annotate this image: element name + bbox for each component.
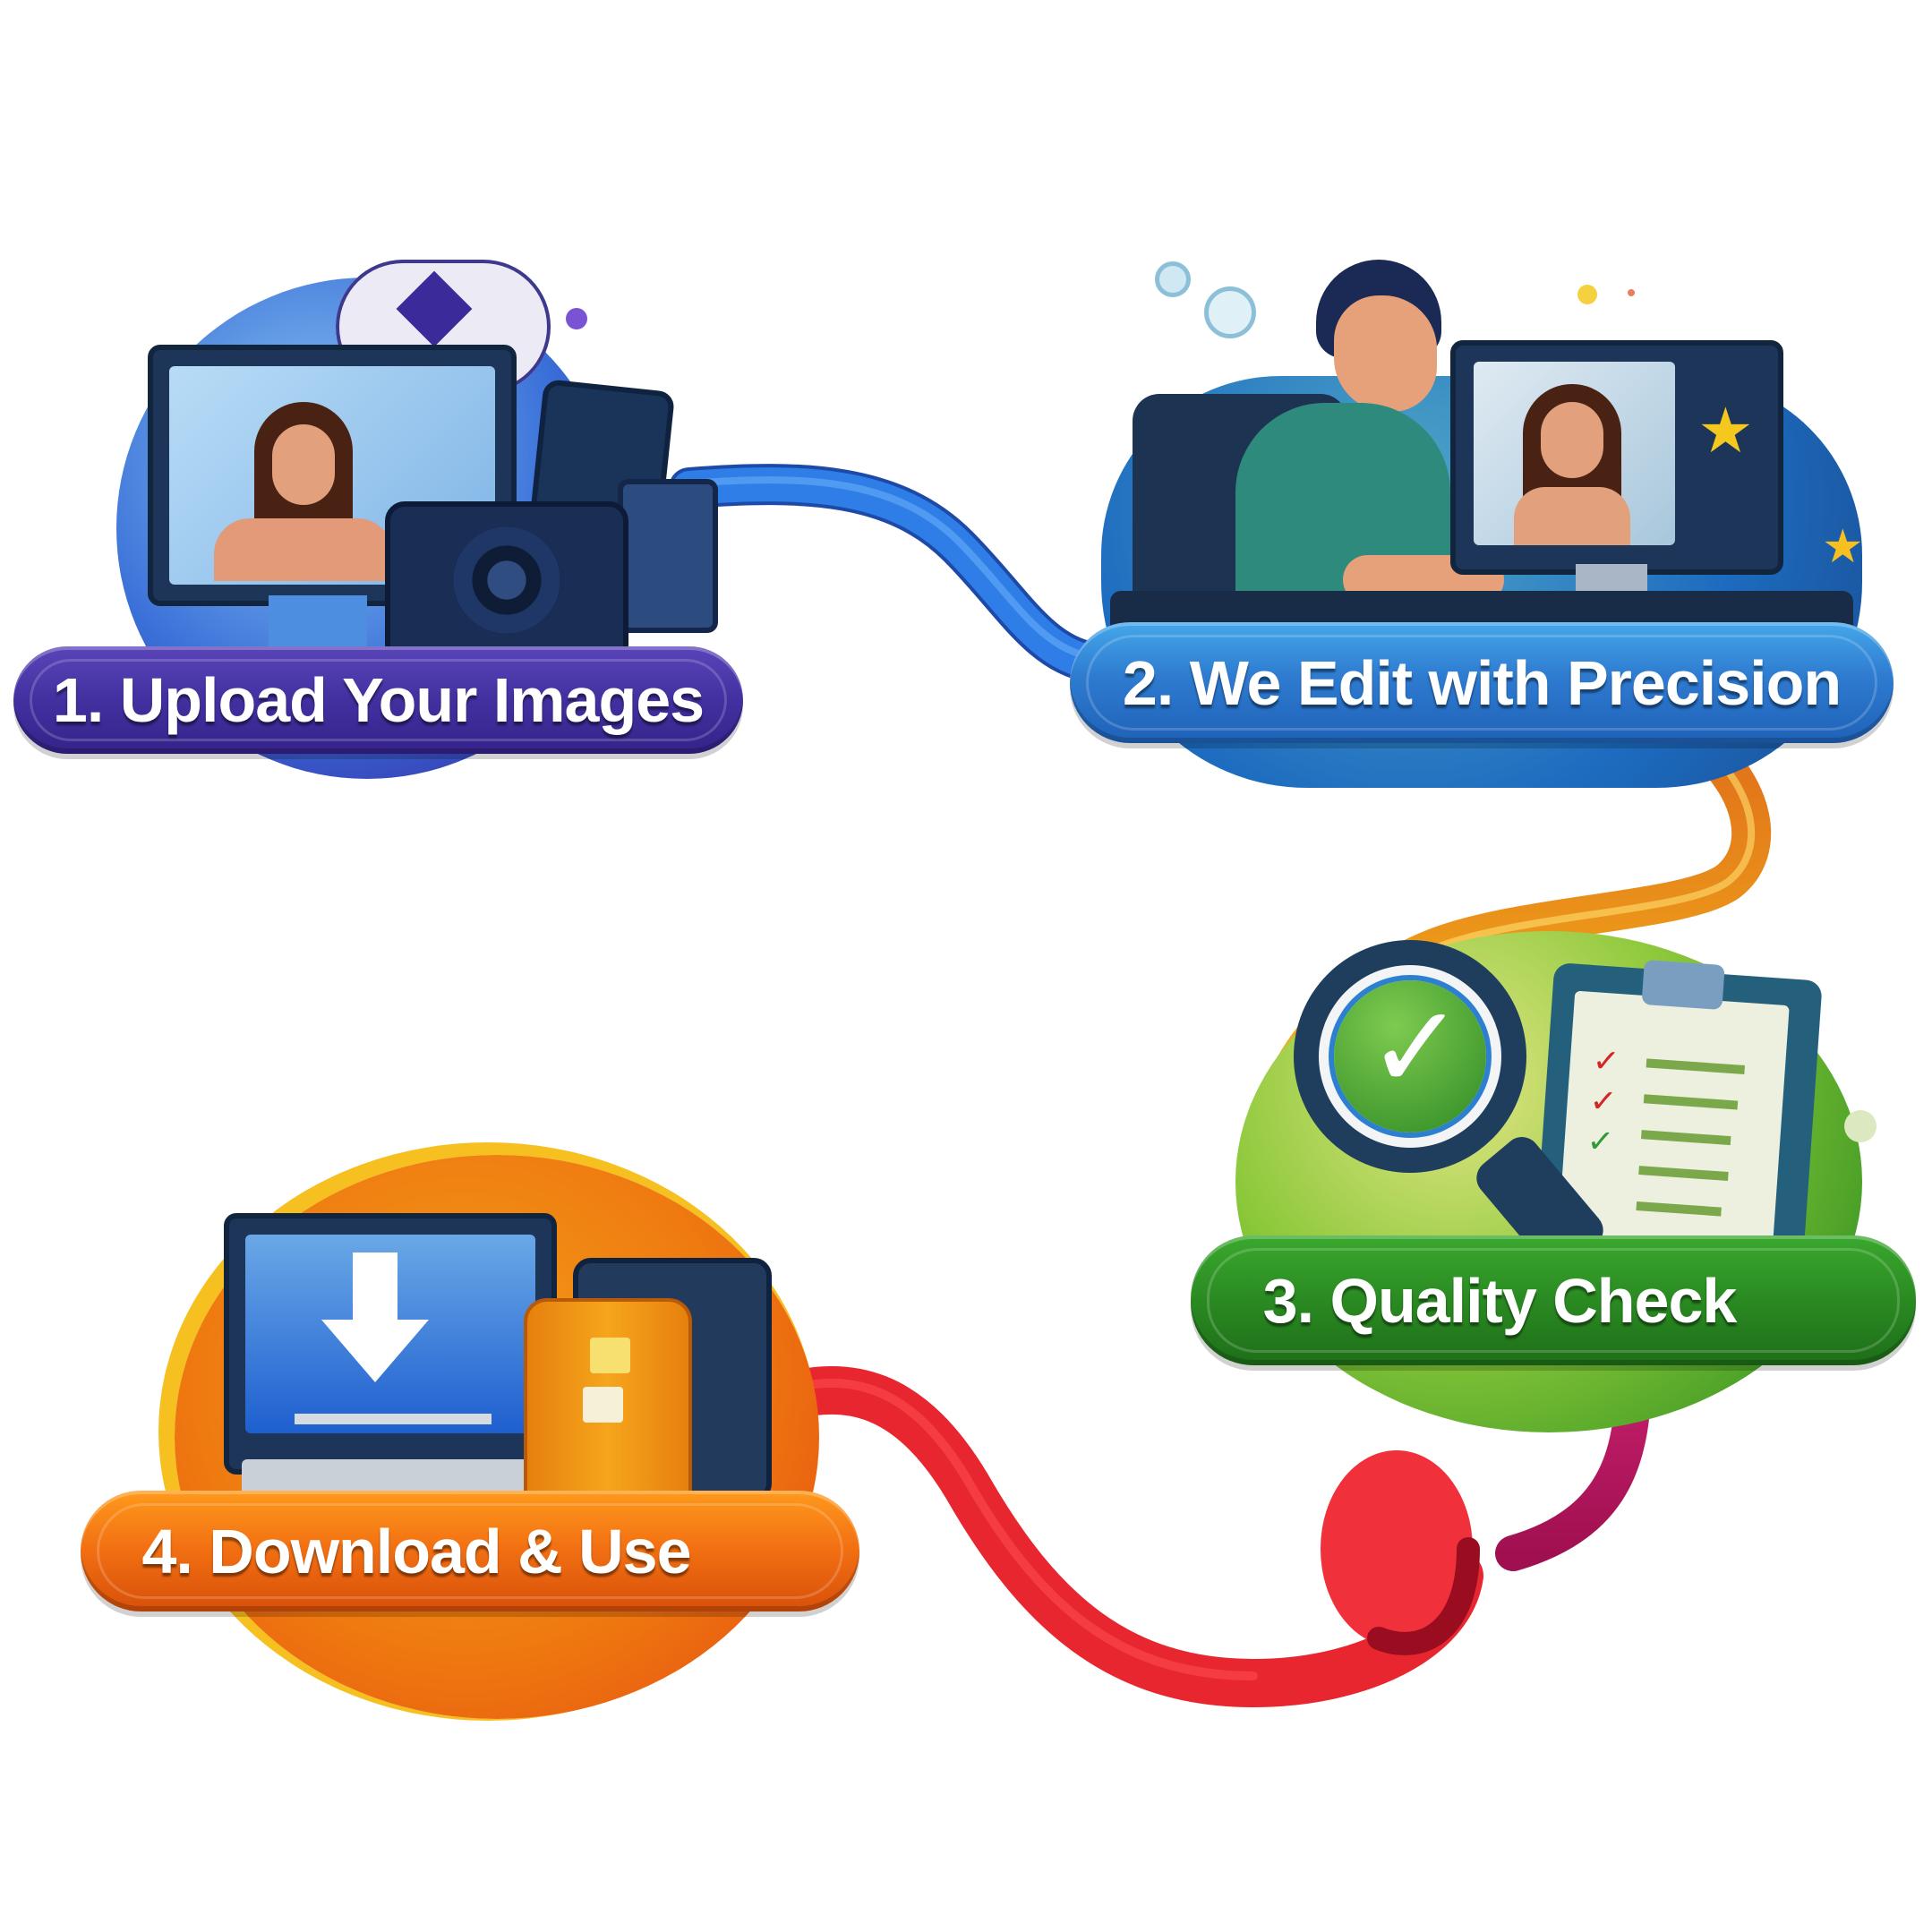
monitor-with-photo-icon: [148, 345, 517, 606]
decor-dot: [1577, 285, 1597, 304]
step-2-label: 2. We Edit with Precision: [1122, 647, 1842, 718]
connector-loop-4: [737, 1365, 1483, 1708]
step-4-label: 4. Download & Use: [141, 1516, 691, 1586]
decor-bubble: [1155, 261, 1191, 297]
step-3-label-pill: 3. Quality Check: [1191, 1235, 1916, 1365]
connector-loop-knob: [1321, 1450, 1473, 1647]
checkmark-icon: ✓: [1367, 982, 1465, 1113]
step-4-label-pill: 4. Download & Use: [81, 1491, 859, 1611]
check-item: ✓: [1586, 1121, 1616, 1160]
camera-icon: [385, 501, 628, 664]
star-icon: ★: [1697, 396, 1754, 466]
decor-bubble: [1204, 286, 1256, 338]
step-1-label: 1. Upload Your Images: [52, 665, 705, 735]
step-3-label: 3. Quality Check: [1262, 1265, 1738, 1336]
magnifier-check-icon: ✓: [1294, 940, 1526, 1173]
check-item: ✓: [1591, 1041, 1621, 1081]
check-item: ✓: [1588, 1081, 1619, 1121]
step-1-label-pill: 1. Upload Your Images: [13, 646, 743, 754]
monitor-download-icon: [224, 1213, 557, 1475]
tablet-icon: [618, 479, 718, 633]
decor-bubble: [1844, 1110, 1876, 1142]
decor-dot: [1628, 289, 1635, 296]
monitor-with-photo-icon: ★: [1450, 340, 1783, 575]
clipboard-clip: [1641, 959, 1725, 1011]
star-icon: ★: [1822, 521, 1864, 573]
step-2-label-pill: 2. We Edit with Precision: [1070, 622, 1894, 743]
person-photo: [214, 402, 393, 581]
monitor-stand: [269, 595, 367, 649]
decor-dot: [566, 308, 587, 329]
